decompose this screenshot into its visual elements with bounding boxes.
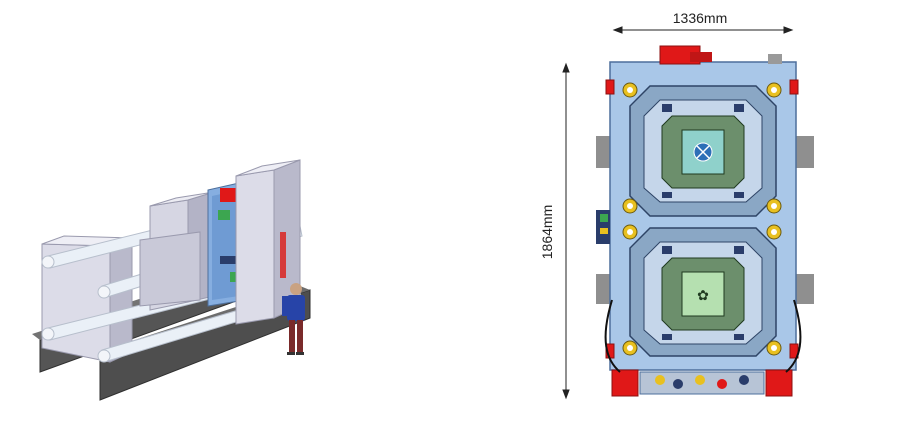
fixed-platen-face <box>235 169 275 325</box>
clamp-block <box>139 231 201 307</box>
injection-molding-machine <box>32 159 311 401</box>
fixed-platen-top <box>235 159 301 177</box>
side-label-red <box>280 232 286 278</box>
mold-top-view: 1336mm 1864mm <box>539 10 814 400</box>
side-bracket-right-bottom <box>792 274 814 304</box>
height-label: 1864mm <box>539 205 555 259</box>
width-label: 1336mm <box>673 10 727 26</box>
svg-text:✿: ✿ <box>697 288 709 304</box>
side-connectors <box>596 210 610 244</box>
side-bracket-right-top <box>792 136 814 168</box>
bottom-connectors <box>604 299 802 397</box>
height-dimension <box>562 62 570 400</box>
upper-cavity <box>629 85 777 217</box>
lower-cavity: ✿ <box>629 227 777 357</box>
operator-figure <box>282 283 305 355</box>
width-dimension <box>612 26 794 34</box>
